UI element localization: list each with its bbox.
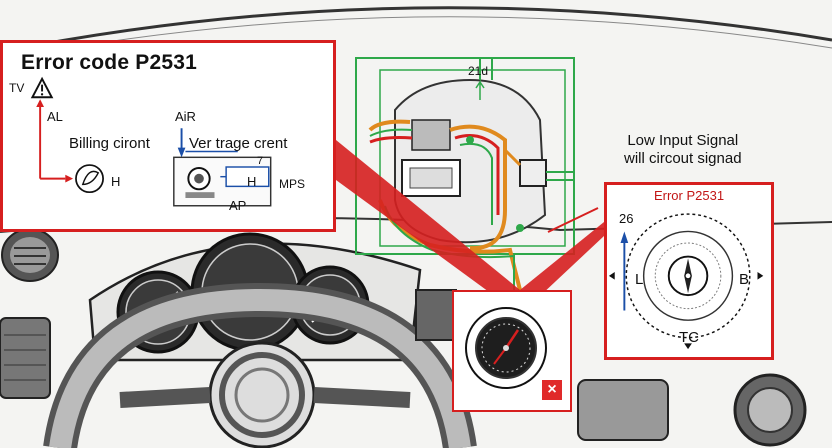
voltage-circuit-label: Ver trage crent: [189, 135, 288, 152]
warning-triangle-icon: [30, 76, 54, 99]
callout-pointer-left: [336, 140, 520, 300]
signal-note-line2: will circout signad: [624, 150, 742, 167]
error-detail-panel: Error P2531 26 L B TC: [604, 182, 774, 360]
close-icon[interactable]: ×: [542, 380, 562, 400]
gauge-inset-panel: ×: [452, 290, 572, 412]
mps-label: MPS: [279, 177, 306, 191]
signal-note: Low Input Signal will circout signad: [624, 132, 742, 168]
sensor-icon: [75, 164, 104, 194]
compass-bottom-letters: TC: [679, 329, 699, 346]
module-h-label: H: [247, 174, 257, 189]
error-code-panel: Error code P2531 TV AL AiR B: [0, 40, 336, 232]
air-vent-left: [1, 228, 59, 282]
left-panel-schematic: [30, 76, 272, 207]
sensor-h-label: H: [111, 174, 121, 189]
callout-pointer-right: [520, 222, 604, 296]
compass-left-letter: L: [635, 271, 644, 288]
billing-circuit-label: Billing ciront: [69, 135, 150, 152]
module-seven-label: 7: [257, 155, 264, 167]
diagram-top-label: 21d: [468, 64, 489, 78]
steering-wheel: [43, 282, 477, 448]
panel-title: Error code P2531: [21, 51, 197, 74]
air-label: AiR: [175, 109, 196, 124]
compass-right-letter: B: [739, 271, 750, 288]
scale-value: 26: [619, 211, 634, 226]
compass-gauge-icon: [608, 213, 764, 350]
tv-label: TV: [9, 81, 25, 95]
signal-note-line1: Low Input Signal: [627, 132, 739, 149]
al-label: AL: [47, 109, 63, 124]
detail-title: Error P2531: [653, 188, 725, 203]
gauge-icon: [465, 307, 547, 389]
ap-label: AP: [229, 198, 247, 213]
